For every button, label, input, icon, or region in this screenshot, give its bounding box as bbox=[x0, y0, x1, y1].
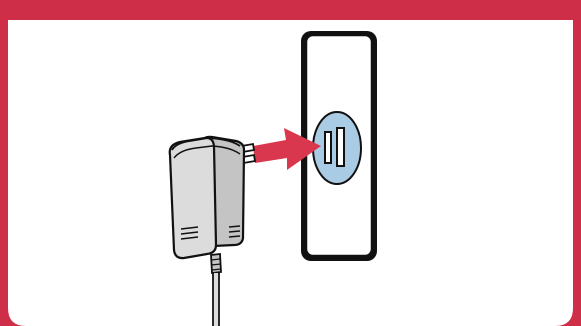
outlet-slot-right bbox=[337, 128, 344, 166]
frame-panel bbox=[8, 20, 573, 326]
outlet-slot-left bbox=[325, 132, 331, 163]
power-cord-fill bbox=[214, 273, 218, 326]
